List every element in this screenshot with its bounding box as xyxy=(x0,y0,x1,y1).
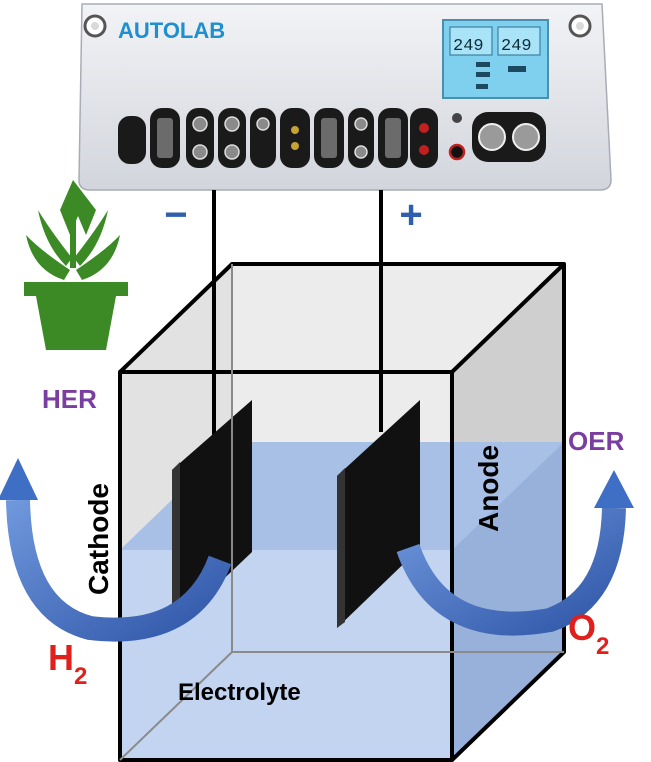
hydrogen-product-label: H2 xyxy=(48,637,87,690)
lcd-display: 249 249 xyxy=(442,19,549,99)
cathode-label: Cathode xyxy=(83,483,114,595)
negative-terminal-sign: − xyxy=(164,193,187,237)
display-reading-left: 249 xyxy=(453,37,484,56)
her-label: HER xyxy=(42,384,97,414)
mounting-hole-right-icon xyxy=(568,14,592,38)
oer-label: OER xyxy=(568,426,625,456)
hydrogen-evolution-arrow xyxy=(0,458,232,642)
positive-terminal-sign: + xyxy=(399,193,422,237)
mounting-hole-left-icon xyxy=(83,14,107,38)
display-reading-right: 249 xyxy=(501,37,532,56)
brand-logo-text: AUTOLAB xyxy=(118,18,225,43)
oxygen-evolution-arrow xyxy=(396,470,634,636)
anode-label: Anode xyxy=(473,445,504,532)
potentiostat-instrument: AUTOLAB 249 249 xyxy=(78,3,612,191)
anode-electrode xyxy=(337,400,420,628)
electrolyte-label: Electrolyte xyxy=(178,679,301,706)
plant-pot-icon xyxy=(24,180,128,350)
connector-panel xyxy=(118,108,546,168)
oxygen-product-label: O2 xyxy=(568,607,609,660)
